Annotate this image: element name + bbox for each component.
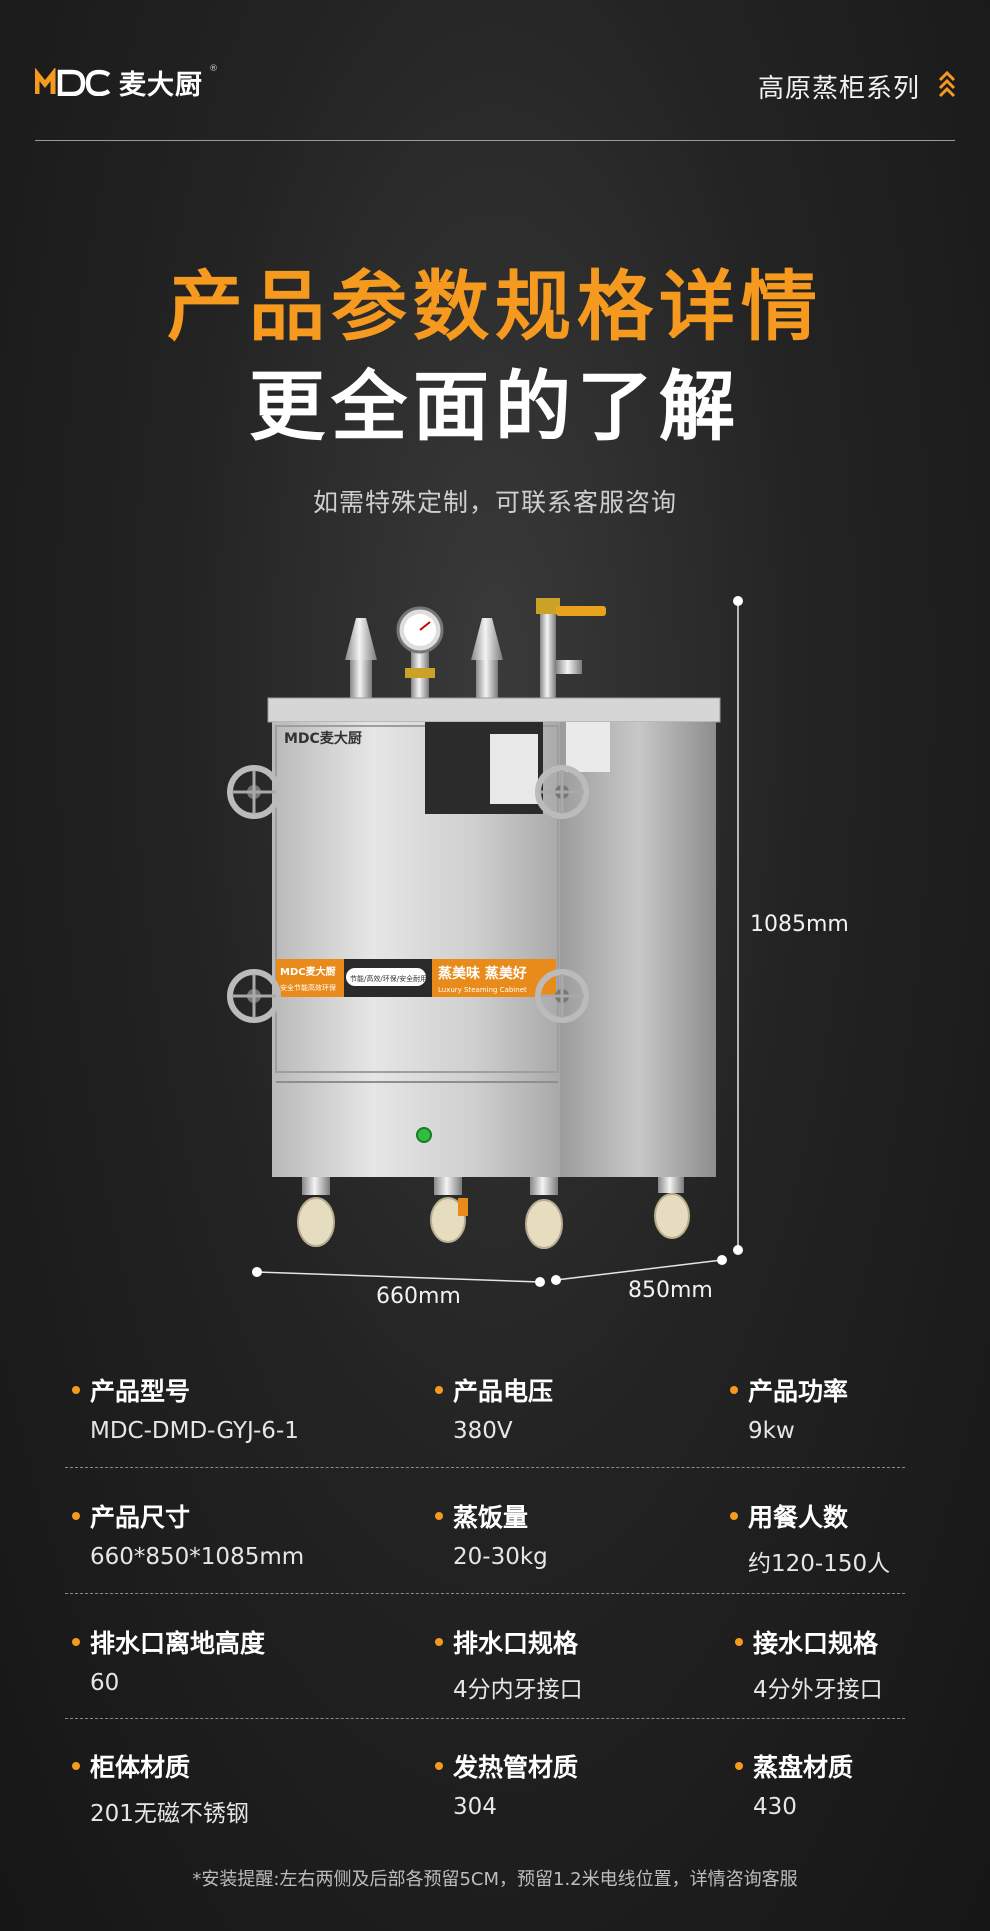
bullet-dot-icon (730, 1386, 738, 1394)
spec-value: 201无磁不锈钢 (90, 1801, 249, 1827)
exhaust-nozzle-right (471, 618, 503, 700)
spec-item: 接水口规格 4分外牙接口 (735, 1624, 965, 1704)
spec-item: 柜体材质 201无磁不锈钢 (72, 1748, 402, 1828)
spec-label: 排水口规格 (453, 1629, 579, 1658)
spec-item: 排水口规格 4分内牙接口 (435, 1624, 765, 1704)
bullet-dot-icon (735, 1638, 743, 1646)
pressure-gauge-icon (396, 606, 444, 700)
spec-label: 发热管材质 (453, 1753, 579, 1782)
spec-item: 产品尺寸 660*850*1085mm (72, 1498, 402, 1570)
panel-tagline: 安全节能高效环保 (280, 983, 336, 992)
mdc-logo-icon (35, 68, 111, 96)
spec-value: MDC-DMD-GYJ-6-1 (90, 1418, 299, 1444)
width-label: 660mm (376, 1284, 461, 1309)
spec-label: 产品功率 (748, 1377, 849, 1406)
spec-label: 产品电压 (453, 1377, 554, 1406)
bullet-dot-icon (435, 1386, 443, 1394)
spec-item: 蒸饭量 20-30kg (435, 1498, 765, 1570)
spec-value: 380V (453, 1418, 513, 1444)
panel-slogan: 蒸美味 蒸美好 (438, 965, 527, 982)
spec-label: 排水口离地高度 (90, 1629, 266, 1658)
steam-cabinet-image: MDC麦大厨 MDC麦大厨 安全节能高效环保 节能/高效/环保/安全耐用 蒸美味… (227, 596, 743, 1287)
bullet-dot-icon (435, 1512, 443, 1520)
spec-item: 产品电压 380V (435, 1372, 765, 1444)
height-label: 1085mm (750, 912, 849, 937)
bullet-dot-icon (72, 1762, 80, 1770)
valve-handwheel-icon[interactable] (227, 765, 281, 819)
depth-label: 850mm (628, 1278, 713, 1303)
spec-item: 产品型号 MDC-DMD-GYJ-6-1 (72, 1372, 402, 1444)
bullet-dot-icon (72, 1386, 80, 1394)
width-dimension-line (252, 1267, 545, 1287)
bullet-dot-icon (72, 1512, 80, 1520)
spec-item: 蒸盘材质 430 (735, 1748, 965, 1820)
main-title: 产品参数规格详情 (167, 262, 823, 351)
customization-note: 如需特殊定制，可联系客服咨询 (312, 488, 677, 517)
valve-handwheel-icon[interactable] (227, 969, 281, 1023)
spec-value: 430 (753, 1794, 797, 1820)
spec-value: 60 (90, 1670, 120, 1696)
bullet-dot-icon (435, 1762, 443, 1770)
caster-wheel-icon (654, 1177, 690, 1239)
caster-wheel-icon (525, 1177, 563, 1249)
spec-value: 4分外牙接口 (753, 1677, 883, 1703)
installation-note: *安装提醒:左右两侧及后部各预留5CM，预留1.2米电线位置，详情咨询客服 (192, 1869, 798, 1890)
secondary-title: 更全面的了解 (249, 362, 741, 451)
spec-plate (566, 722, 610, 772)
valve-handwheel-icon[interactable] (535, 969, 589, 1023)
double-chevron-up-icon (938, 70, 956, 98)
height-dimension-line (733, 596, 743, 1255)
spec-value: 约120-150人 (748, 1551, 891, 1577)
spec-value: 9kw (748, 1418, 795, 1444)
bullet-dot-icon (735, 1762, 743, 1770)
panel-features: 节能/高效/环保/安全耐用 (350, 974, 427, 983)
spec-label: 产品尺寸 (90, 1503, 191, 1532)
spec-value: 4分内牙接口 (453, 1677, 583, 1703)
spec-label: 蒸饭量 (453, 1503, 529, 1532)
exhaust-nozzle-left (345, 618, 377, 700)
row-divider (65, 1593, 905, 1594)
cabinet-logo: MDC麦大厨 (284, 730, 362, 747)
bullet-dot-icon (730, 1512, 738, 1520)
registered-mark: ® (209, 64, 218, 74)
header-divider (35, 140, 955, 141)
spec-label: 用餐人数 (748, 1503, 849, 1532)
depth-dimension-line (551, 1255, 727, 1285)
spec-value: 304 (453, 1794, 497, 1820)
caster-wheel-icon (430, 1177, 468, 1243)
brand-name: 麦大厨 (119, 69, 203, 101)
bullet-dot-icon (435, 1638, 443, 1646)
caster-wheel-icon (297, 1177, 335, 1247)
row-divider (65, 1718, 905, 1719)
water-inlet-valve (536, 598, 606, 700)
spec-item: 发热管材质 304 (435, 1748, 765, 1820)
spec-label: 蒸盘材质 (753, 1753, 854, 1782)
power-indicator-icon (416, 1127, 432, 1143)
spec-label: 产品型号 (90, 1377, 191, 1406)
spec-value: 660*850*1085mm (90, 1544, 305, 1570)
brand-logo: 麦大厨 ® (35, 64, 218, 101)
panel-slogan-en: Luxury Steaming Cabinet (438, 986, 527, 994)
front-feature-panel: MDC麦大厨 安全节能高效环保 节能/高效/环保/安全耐用 蒸美味 蒸美好 Lu… (276, 959, 556, 997)
spec-item: 用餐人数 约120-150人 (730, 1498, 960, 1578)
spec-label: 柜体材质 (90, 1753, 191, 1782)
valve-handwheel-icon[interactable] (535, 765, 589, 819)
spec-label: 接水口规格 (753, 1629, 879, 1658)
series-title: 高原蒸柜系列 (757, 74, 920, 104)
spec-value: 20-30kg (453, 1544, 548, 1570)
panel-brand: MDC麦大厨 (280, 965, 336, 978)
spec-item: 产品功率 9kw (730, 1372, 960, 1444)
spec-item: 排水口离地高度 60 (72, 1624, 402, 1696)
bullet-dot-icon (72, 1638, 80, 1646)
row-divider (65, 1467, 905, 1468)
